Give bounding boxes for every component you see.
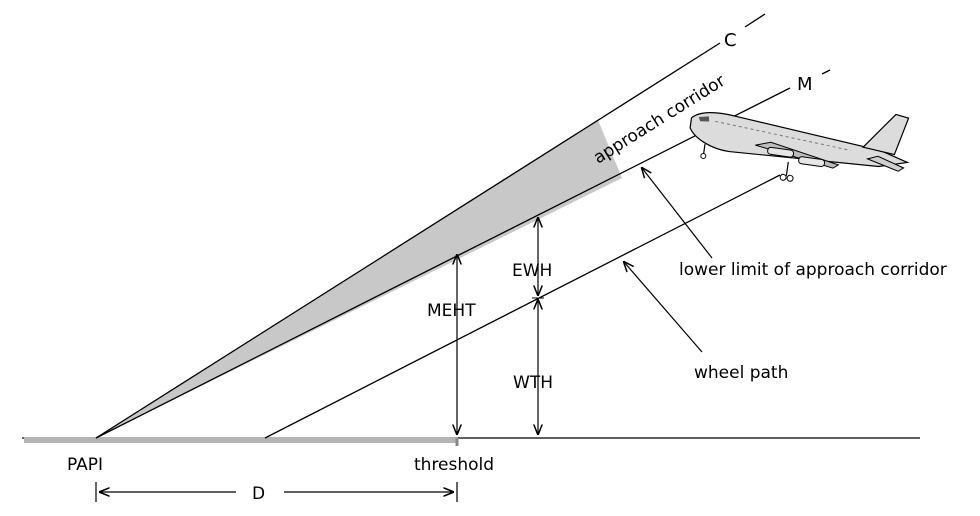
label-m: M <box>797 74 813 95</box>
label-ewh: EWH <box>512 261 552 281</box>
label-papi: PAPI <box>67 455 103 475</box>
label-lower-limit: lower limit of approach corridor <box>679 260 947 280</box>
wheel-path-line <box>264 174 781 439</box>
label-d: D <box>252 484 265 504</box>
m-line-end <box>821 69 831 75</box>
c-line <box>95 42 721 439</box>
wheel-path-leader <box>624 262 703 353</box>
lower-limit-leader <box>642 168 713 259</box>
approach-corridor-wedge <box>96 120 622 438</box>
label-wheel-path: wheel path <box>694 363 788 383</box>
label-c: C <box>724 30 737 51</box>
label-threshold: threshold <box>414 455 494 475</box>
label-meht: MEHT <box>427 301 476 321</box>
c-line-end <box>744 13 766 28</box>
aircraft-icon <box>689 112 910 182</box>
label-wth: WTH <box>513 373 553 393</box>
runway-strip <box>24 437 458 443</box>
m-line <box>95 87 791 439</box>
